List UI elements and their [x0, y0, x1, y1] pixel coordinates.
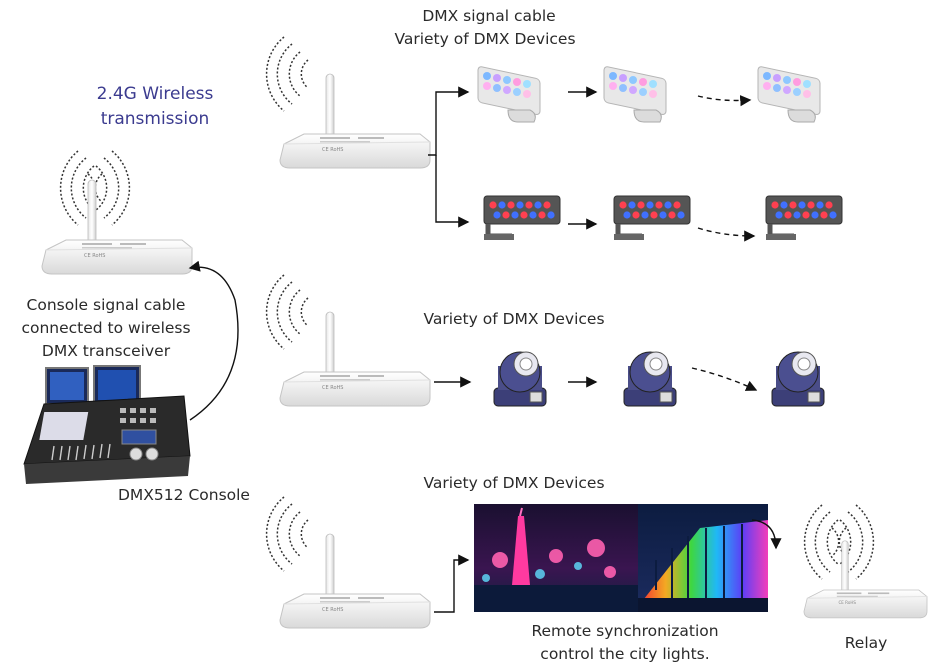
flood-light-1: [484, 196, 560, 240]
dashed-arrow-flood-2-3: [697, 227, 756, 242]
row1-branch-line-lower: [435, 155, 470, 228]
relay-wifi-waves-left: [831, 504, 875, 580]
flood-light-3: [766, 196, 842, 240]
row1-transceiver-device: [279, 73, 431, 169]
panel-light-3: [757, 65, 821, 123]
remote-sync-label: Remote synchronization control the city …: [531, 622, 719, 663]
relay-transceiver-device: [803, 540, 928, 619]
row1-devices-label: Variety of DMX Devices: [394, 30, 576, 48]
dashed-arrow-head-2-3: [691, 367, 758, 391]
row2-wifi-waves: [265, 274, 309, 350]
moving-head-3: [771, 351, 825, 407]
dmx-signal-cable-label: DMX signal cable: [422, 7, 556, 25]
dashed-arrow-panel-2-3: [697, 95, 752, 107]
relay-wifi-waves-right: [803, 504, 847, 580]
row3-transceiver-device: [279, 533, 431, 629]
row1-branch-line: [428, 86, 470, 156]
moving-head-2: [623, 351, 677, 407]
row2-devices-label: Variety of DMX Devices: [423, 310, 605, 328]
panel-light-1: [477, 65, 541, 123]
moving-head-1: [493, 351, 547, 407]
row3-wifi-waves: [265, 496, 309, 572]
wireless-transmission-label: 2.4G Wireless transmission: [96, 84, 214, 129]
row3-connector-arrow: [434, 554, 470, 613]
city-to-relay-arrow: [751, 519, 782, 550]
row1-wifi-waves: [265, 36, 309, 112]
relay-label: Relay: [844, 634, 888, 652]
panel-light-2: [603, 65, 667, 123]
flood-light-2: [614, 196, 690, 240]
console-cable-arrow: [188, 260, 239, 421]
dmx512-console-label: DMX512 Console: [118, 486, 250, 504]
console-cable-label: Console signal cable connected to wirele…: [21, 296, 191, 360]
city-lights-image: [474, 504, 768, 612]
row3-devices-label: Variety of DMX Devices: [423, 474, 605, 492]
dmx512-console-image: [23, 365, 191, 485]
console-transceiver-device: [41, 179, 193, 275]
